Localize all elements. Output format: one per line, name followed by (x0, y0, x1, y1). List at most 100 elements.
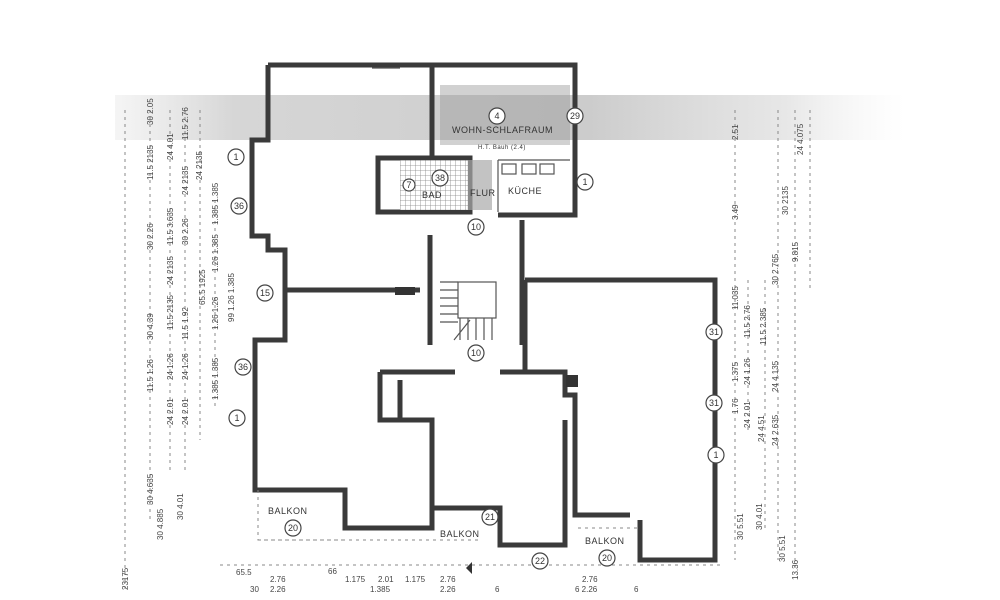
svg-text:1.385: 1.385 (370, 585, 391, 594)
svg-text:2.76: 2.76 (582, 575, 598, 584)
svg-text:11.5 1.92: 11.5 1.92 (181, 307, 190, 340)
scan-shading (115, 95, 905, 140)
svg-text:24 1.26: 24 1.26 (743, 358, 752, 385)
svg-text:11.5 2.76: 11.5 2.76 (181, 107, 190, 140)
marker: 10 (467, 344, 485, 362)
right-dimensions: 2.51 3.49 24 4.075 30 2135 9.815 30 2.76… (731, 123, 805, 580)
svg-text:24 1.26: 24 1.26 (181, 353, 190, 380)
svg-text:2.26: 2.26 (440, 585, 456, 594)
svg-text:4: 4 (494, 111, 499, 121)
marker: 4 (488, 107, 506, 125)
svg-text:31: 31 (709, 327, 719, 337)
svg-text:30 5.51: 30 5.51 (778, 535, 787, 562)
svg-text:24 2135: 24 2135 (166, 256, 175, 285)
svg-text:10: 10 (471, 222, 481, 232)
dimension-lines (124, 110, 811, 590)
svg-text:24 4.135: 24 4.135 (771, 360, 780, 392)
marker: 20 (284, 519, 302, 537)
svg-text:30 5.51: 30 5.51 (736, 513, 745, 540)
svg-text:11.5 1.26: 11.5 1.26 (146, 359, 155, 392)
svg-text:3.49: 3.49 (731, 204, 740, 220)
middle-bottom-apartment (380, 369, 578, 548)
svg-text:21: 21 (485, 512, 495, 522)
room-label-balcony: BALKON (585, 536, 625, 546)
lower-left-apartment (252, 290, 480, 541)
svg-text:2.76: 2.76 (440, 575, 456, 584)
north-arrow-icon (466, 562, 472, 574)
marker: 21 (481, 508, 499, 526)
hall-shading (468, 160, 492, 210)
room-label-kitchen: KÜCHE (508, 186, 542, 196)
marker: 29 (566, 107, 584, 125)
svg-text:36: 36 (238, 362, 248, 372)
marker: 1 (576, 173, 594, 191)
marker: 22 (531, 552, 549, 570)
svg-text:20: 20 (288, 523, 298, 533)
svg-text:6: 6 (634, 585, 639, 594)
svg-text:6: 6 (495, 585, 500, 594)
svg-text:24 2.01: 24 2.01 (181, 398, 190, 425)
svg-text:24 2135: 24 2135 (195, 151, 204, 180)
svg-text:1: 1 (713, 450, 718, 460)
svg-text:11.5 2.385: 11.5 2.385 (759, 307, 768, 345)
svg-text:30 4.635: 30 4.635 (146, 473, 155, 505)
svg-text:24 2.01: 24 2.01 (743, 401, 752, 428)
svg-text:15: 15 (260, 288, 270, 298)
svg-text:1: 1 (233, 152, 238, 162)
svg-text:1.26 1.26: 1.26 1.26 (211, 296, 220, 330)
svg-text:66: 66 (328, 567, 337, 576)
svg-text:99 1.26 1.385: 99 1.26 1.385 (227, 273, 236, 322)
left-dimensions: 23175 30 4.635 30 4.885 30 4.01 11.5 1.2… (121, 98, 236, 590)
svg-text:1.385 1.385: 1.385 1.385 (211, 182, 220, 225)
svg-text:11.035: 11.035 (731, 286, 740, 310)
marker: 38 (431, 169, 449, 187)
room-note: H.T. Bauh (2.4) (478, 145, 526, 151)
svg-text:24 4.01: 24 4.01 (166, 133, 175, 160)
svg-text:1.375: 1.375 (731, 361, 740, 382)
stairwell (395, 220, 525, 345)
svg-text:23175: 23175 (121, 567, 130, 590)
svg-text:9.815: 9.815 (791, 241, 800, 262)
svg-text:22: 22 (535, 556, 545, 566)
svg-text:24 4.075: 24 4.075 (796, 123, 805, 155)
svg-text:30 2.05: 30 2.05 (146, 98, 155, 125)
svg-text:2.01: 2.01 (378, 575, 394, 584)
room-label-living-sleeping: WOHN-SCHLAFRAUM (452, 125, 553, 135)
marker: 15 (256, 284, 274, 302)
svg-text:36: 36 (234, 201, 244, 211)
svg-text:24 2135: 24 2135 (181, 166, 190, 195)
svg-text:29: 29 (570, 111, 580, 121)
svg-text:30 2135: 30 2135 (781, 186, 790, 215)
marker: 1 (227, 148, 245, 166)
marker: 31 (705, 323, 723, 341)
svg-text:1.76: 1.76 (731, 398, 740, 414)
svg-text:1.175: 1.175 (345, 575, 366, 584)
bottom-dimensions: 65.5 2.76 30 2.26 66 1.175 2.01 1.385 1.… (236, 567, 639, 594)
room-label-balcony: BALKON (268, 506, 308, 516)
svg-text:1.385 1.385: 1.385 1.385 (211, 357, 220, 400)
svg-text:13.36: 13.36 (791, 559, 800, 580)
room-label-hall: FLUR (470, 188, 496, 198)
svg-text:1: 1 (234, 413, 239, 423)
svg-text:1: 1 (582, 177, 587, 187)
svg-text:11.5 3.635: 11.5 3.635 (166, 207, 175, 245)
svg-text:24 1.26: 24 1.26 (166, 353, 175, 380)
marker: 10 (467, 218, 485, 236)
svg-text:1.175: 1.175 (405, 575, 426, 584)
svg-text:20: 20 (602, 553, 612, 563)
marker: 31 (705, 394, 723, 412)
svg-text:30 4.01: 30 4.01 (755, 503, 764, 530)
svg-text:2.26: 2.26 (270, 585, 286, 594)
right-apartment (522, 277, 718, 563)
svg-text:30 4.885: 30 4.885 (156, 508, 165, 540)
marker: 20 (598, 549, 616, 567)
svg-text:7: 7 (406, 180, 411, 190)
svg-text:38: 38 (435, 173, 445, 183)
svg-text:30 4.01: 30 4.01 (176, 493, 185, 520)
svg-text:65.5: 65.5 (236, 568, 252, 577)
svg-text:6 2.26: 6 2.26 (575, 585, 598, 594)
marker: 1 (228, 409, 246, 427)
svg-text:30 4.39: 30 4.39 (146, 313, 155, 340)
room-label-bath: BAD (422, 190, 442, 200)
